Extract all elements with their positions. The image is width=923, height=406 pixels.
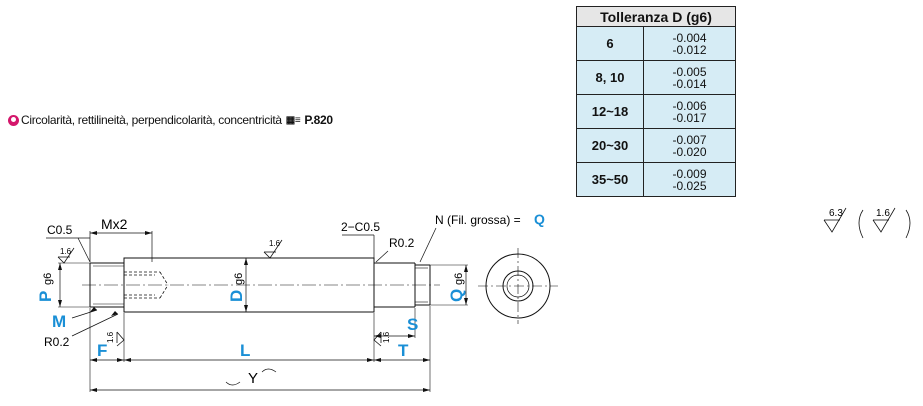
q-label: Q xyxy=(447,289,466,302)
table-row: 12~18 -0.006-0.017 xyxy=(576,94,736,129)
tolerance-table: Tolleranza D (g6) 6 -0.004-0.012 8, 10 -… xyxy=(576,6,736,197)
thread-q-label: Q xyxy=(534,211,545,227)
c05-left-label: C0.5 xyxy=(47,223,73,237)
tolerance-cell: -0.007-0.020 xyxy=(643,128,736,163)
size-cell: 35~50 xyxy=(576,162,644,197)
c05-right-label: 2−C0.5 xyxy=(341,220,380,234)
r02-left-label: R0.2 xyxy=(44,335,70,349)
size-cell: 12~18 xyxy=(576,94,644,129)
p-tol-label: g6 xyxy=(42,273,54,285)
q-tol-label: g6 xyxy=(453,273,465,285)
note-text: Circolarità, rettilineità, perpendicolar… xyxy=(21,113,282,127)
catalog-page-icon: ▦≡ xyxy=(285,114,301,126)
table-row: 6 -0.004-0.012 xyxy=(576,26,736,61)
thread-note-label: N (Fil. grossa) = xyxy=(435,213,521,227)
p-label: P xyxy=(36,291,55,302)
sf-general-value: 6.3 xyxy=(829,208,843,219)
tolerance-cell: -0.004-0.012 xyxy=(643,26,736,61)
size-cell: 20~30 xyxy=(576,128,644,163)
s-label: S xyxy=(407,315,418,334)
table-row: 8, 10 -0.005-0.014 xyxy=(576,60,736,95)
mx2-label: Mx2 xyxy=(101,216,128,232)
geometric-tolerance-note: Circolarità, rettilineità, perpendicolar… xyxy=(8,113,333,127)
tolerance-table-header: Tolleranza D (g6) xyxy=(576,6,736,27)
tolerance-cell: -0.009-0.025 xyxy=(643,162,736,197)
t-label: T xyxy=(398,341,409,360)
y-label: Y xyxy=(248,370,258,387)
f-label: F xyxy=(97,341,107,360)
r02-right-label: R0.2 xyxy=(389,236,415,250)
table-row: 35~50 -0.009-0.025 xyxy=(576,162,736,197)
sf-right-face-value: 1.6 xyxy=(382,331,391,343)
info-bulb-icon xyxy=(8,114,19,126)
sf-shaft-value: 1.6 xyxy=(269,239,281,248)
size-cell: 8, 10 xyxy=(576,60,644,95)
d-tol-label: g6 xyxy=(233,273,245,285)
size-cell: 6 xyxy=(576,26,644,61)
l-label: L xyxy=(240,341,250,360)
tolerance-cell: -0.005-0.014 xyxy=(643,60,736,95)
page-ref-link[interactable]: P.820 xyxy=(304,113,333,127)
sf-bracket-value: 1.6 xyxy=(876,208,890,219)
sf-left-end-value: 1.6 xyxy=(60,247,72,256)
tolerance-cell: -0.006-0.017 xyxy=(643,94,736,129)
table-row: 20~30 -0.007-0.020 xyxy=(576,128,736,163)
m-label: M xyxy=(52,312,66,331)
sf-left-face-value: 1.6 xyxy=(106,331,115,343)
d-label: D xyxy=(227,290,246,302)
